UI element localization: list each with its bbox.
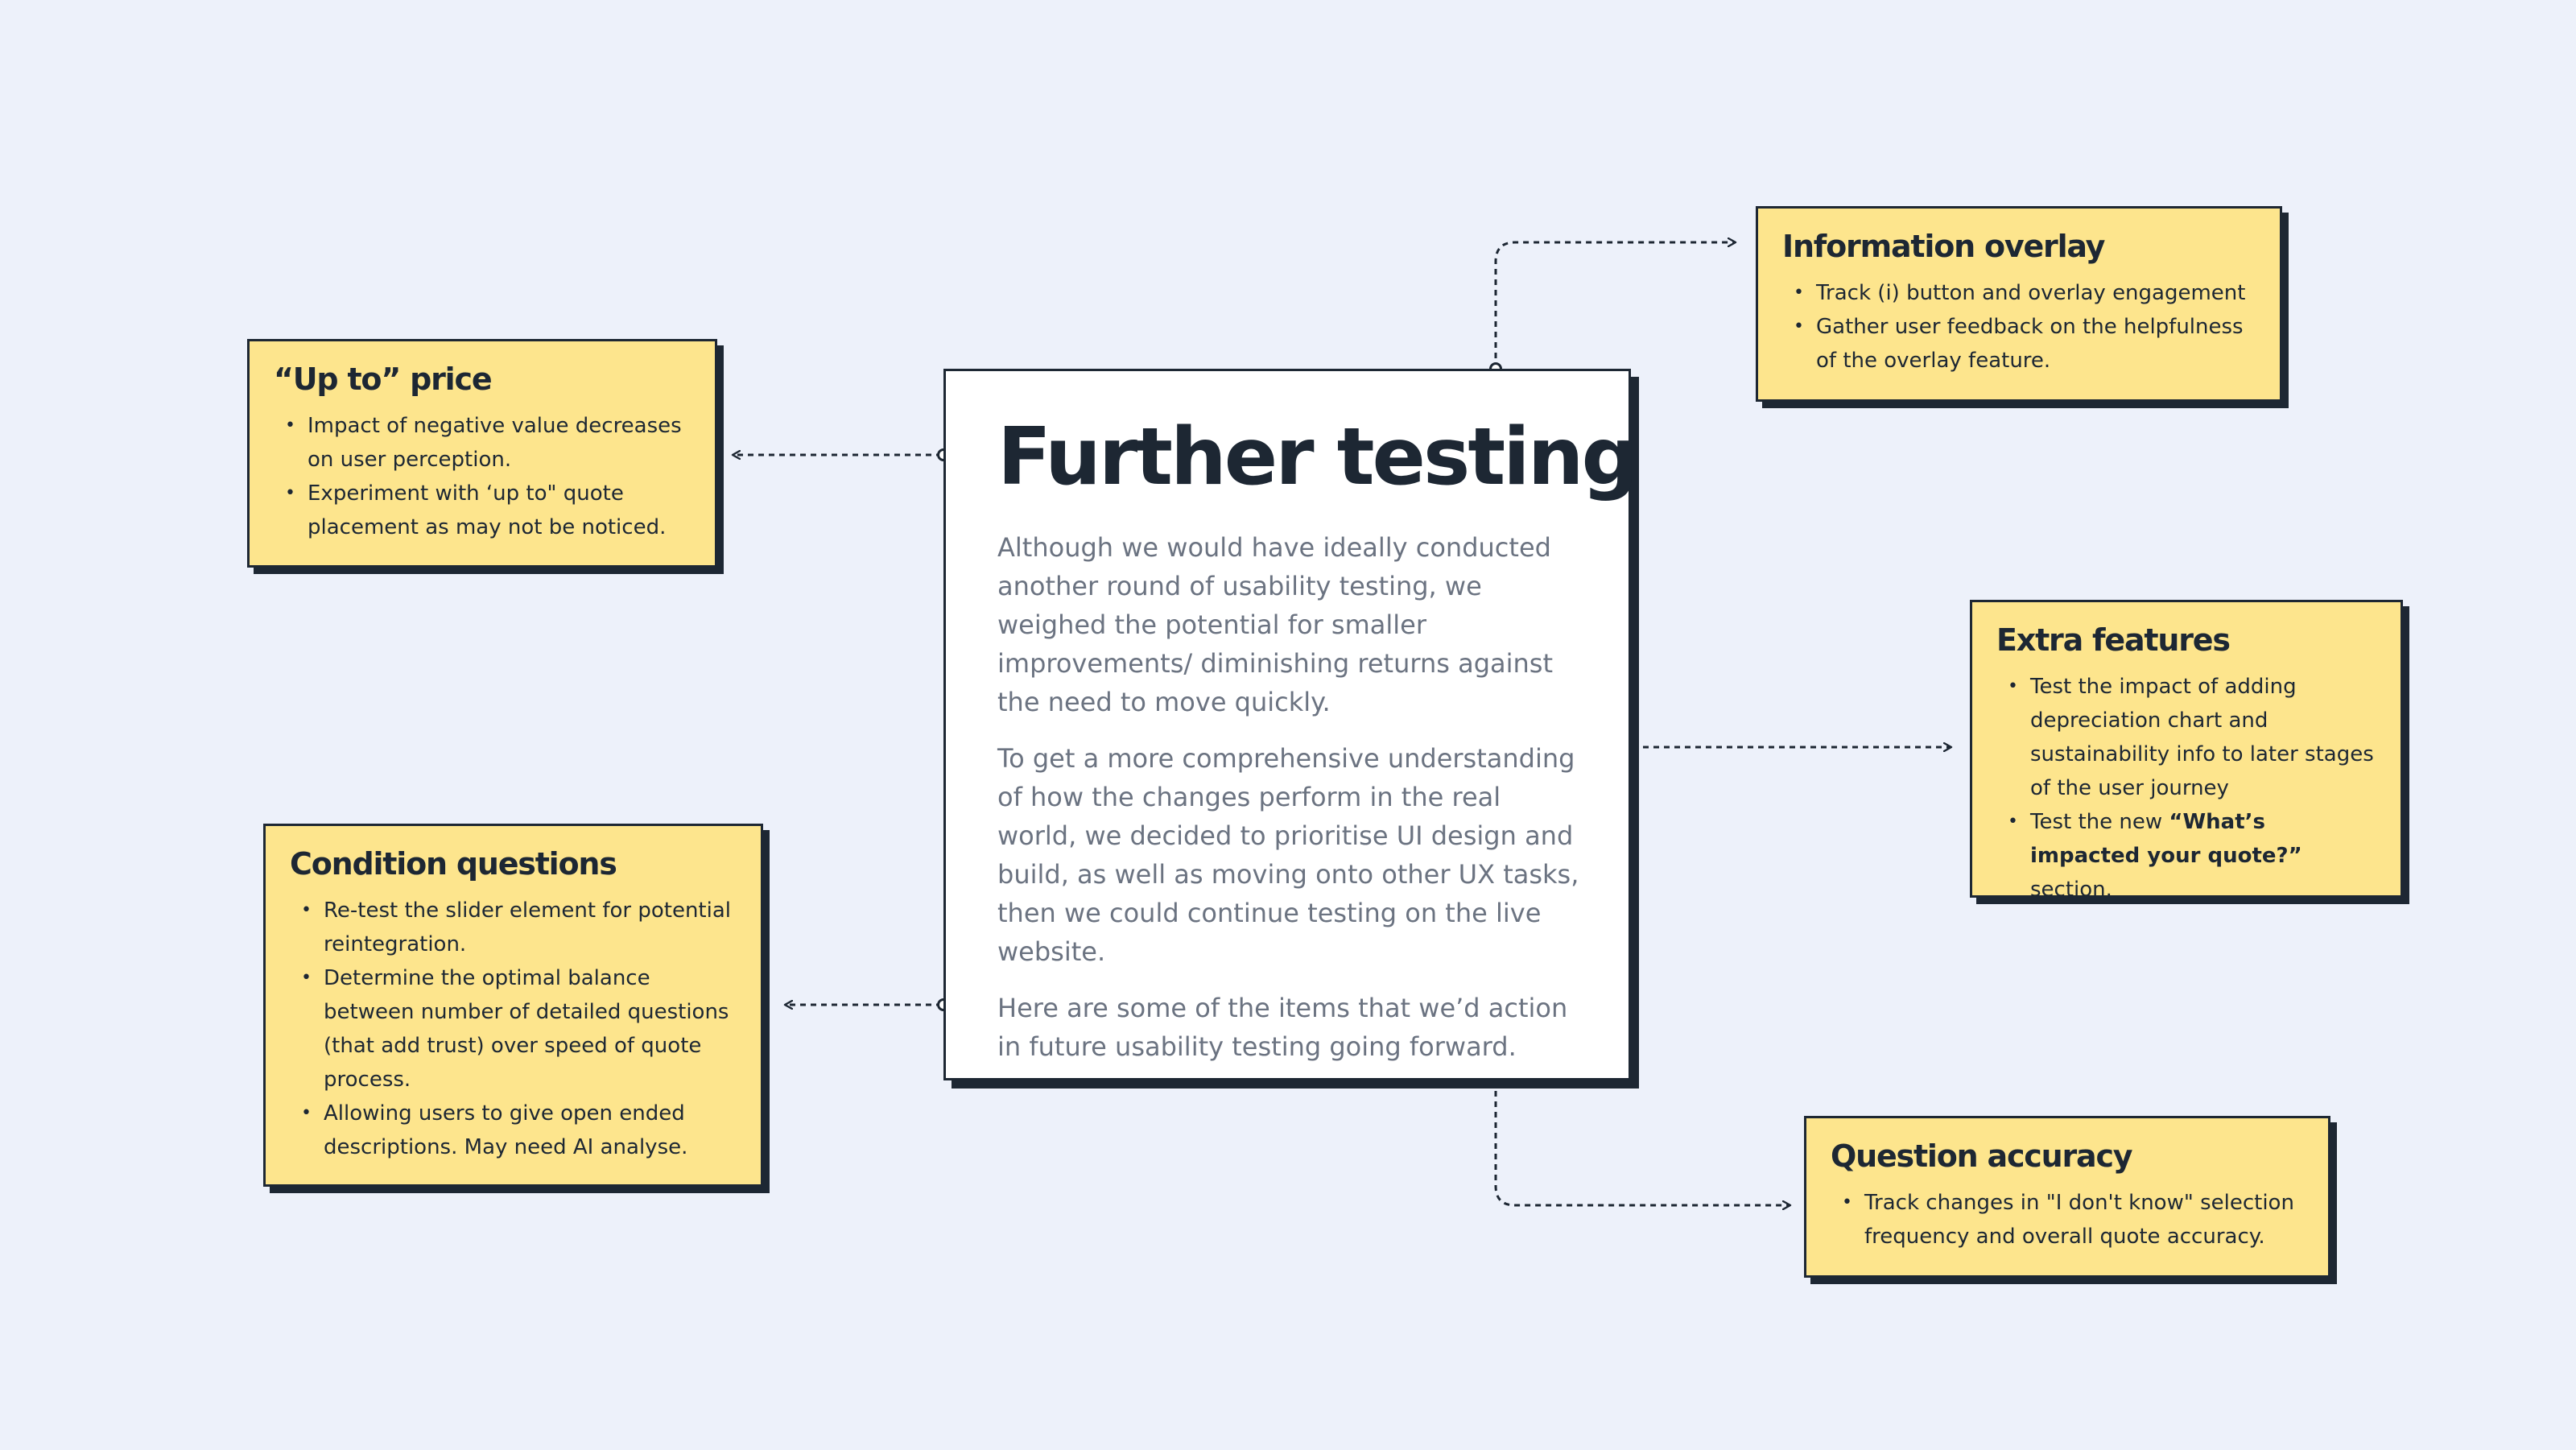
- list-item: Allowing users to give open ended descri…: [301, 1097, 740, 1164]
- list-item: Track changes in "I don't know" selectio…: [1842, 1186, 2307, 1254]
- list-item-emphasis: “What’s impacted your quote?”: [2030, 810, 2302, 868]
- list-item: Determine the optimal balance between nu…: [301, 961, 740, 1097]
- list-item: Track (i) button and overlay engagement: [1794, 276, 2259, 310]
- note-title: Extra features: [1996, 622, 2231, 658]
- connector-question-accuracy: [1494, 1080, 1790, 1205]
- note-question-accuracy: Question accuracy Track changes in "I do…: [1804, 1116, 2330, 1278]
- note-list: Track (i) button and overlay engagement …: [1782, 276, 2259, 378]
- note-title: Information overlay: [1782, 229, 2105, 264]
- list-item: Test the new “What’s impacted your quote…: [2008, 805, 2380, 907]
- note-title: Condition questions: [290, 846, 617, 882]
- note-condition-questions: Condition questions Re-test the slider e…: [263, 824, 763, 1187]
- note-list: Re-test the slider element for potential…: [290, 894, 740, 1164]
- list-item-text: section.: [2030, 878, 2112, 902]
- list-item-text: Test the new: [2030, 810, 2169, 834]
- main-paragraph-2: To get a more comprehensive understandin…: [997, 742, 1579, 967]
- note-information-overlay: Information overlay Track (i) button and…: [1756, 206, 2282, 402]
- note-list: Track changes in "I don't know" selectio…: [1831, 1186, 2307, 1254]
- list-item: Test the impact of adding depreciation c…: [2008, 670, 2380, 805]
- connector-information-overlay: [1494, 242, 1736, 369]
- note-list: Impact of negative value decreases on us…: [274, 409, 694, 544]
- note-extra-features: Extra features Test the impact of adding…: [1970, 600, 2403, 902]
- list-item: Experiment with ‘up to" quote placement …: [285, 477, 694, 544]
- main-paragraph-3: Here are some of the items that we’d act…: [997, 992, 1568, 1062]
- main-title: Further testing: [997, 411, 1638, 503]
- note-up-to-price: “Up to” price Impact of negative value d…: [247, 339, 717, 568]
- note-title: Question accuracy: [1831, 1138, 2133, 1174]
- note-list: Test the impact of adding depreciation c…: [1996, 670, 2380, 907]
- note-title: “Up to” price: [274, 361, 493, 397]
- list-item: Impact of negative value decreases on us…: [285, 409, 694, 477]
- list-item: Gather user feedback on the helpfulness …: [1794, 310, 2259, 378]
- list-item: Re-test the slider element for potential…: [301, 894, 740, 961]
- further-testing-card: Further testing Although we would have i…: [943, 369, 1638, 1080]
- main-paragraph-1: Although we would have ideally conducted…: [997, 531, 1553, 717]
